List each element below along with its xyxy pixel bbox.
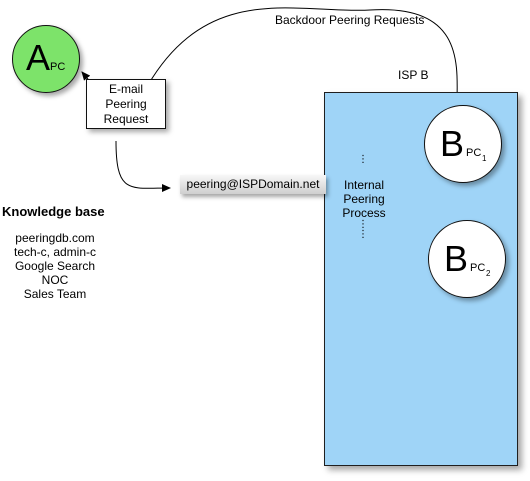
process-line-1: Internal	[343, 178, 385, 192]
node-a-sub: PC	[50, 61, 66, 73]
process-line-3: Process	[342, 206, 386, 220]
node-b1-sub: PC	[466, 147, 482, 159]
node-b1-subsub: 1	[482, 154, 487, 163]
kb-item: NOC	[41, 273, 69, 287]
email-line-1: E-mail	[108, 82, 143, 96]
arrow-backdoor	[147, 7, 462, 101]
node-b2-sub: PC	[470, 262, 486, 274]
knowledge-base-list: peeringdb.com tech-c, admin-c Google Sea…	[0, 231, 110, 301]
kb-item: tech-c, admin-c	[13, 245, 97, 259]
peering-address: peering@ISPDomain.net	[180, 175, 326, 194]
kb-item: Sales Team	[23, 287, 87, 301]
email-line-3: Request	[103, 112, 149, 126]
backdoor-label: Backdoor Peering Requests	[275, 13, 425, 27]
dots-top: ⋮	[358, 154, 368, 165]
internal-peering-process: Internal Peering Process	[336, 178, 392, 220]
kb-item: peeringdb.com	[15, 231, 95, 245]
email-line-2: Peering	[105, 97, 147, 111]
node-b1-letter: B	[440, 123, 465, 164]
node-b2-letter: B	[444, 238, 469, 279]
node-b-pc1: B PC 1	[424, 105, 502, 183]
node-a-letter: A	[26, 37, 51, 78]
email-peering-request: E-mail Peering Request	[86, 79, 166, 129]
isp-b-label: ISP B	[398, 68, 429, 82]
dots-bottom: ⋮⋮	[358, 219, 368, 240]
node-a-pc: A PC	[12, 25, 80, 93]
node-b2-subsub: 2	[486, 269, 491, 278]
kb-item: Google Search	[14, 259, 96, 273]
arrow-email-to-address	[115, 140, 171, 193]
process-line-2: Peering	[343, 192, 385, 206]
node-b-pc2: B PC 2	[428, 220, 506, 298]
knowledge-base-title: Knowledge base	[2, 204, 105, 219]
